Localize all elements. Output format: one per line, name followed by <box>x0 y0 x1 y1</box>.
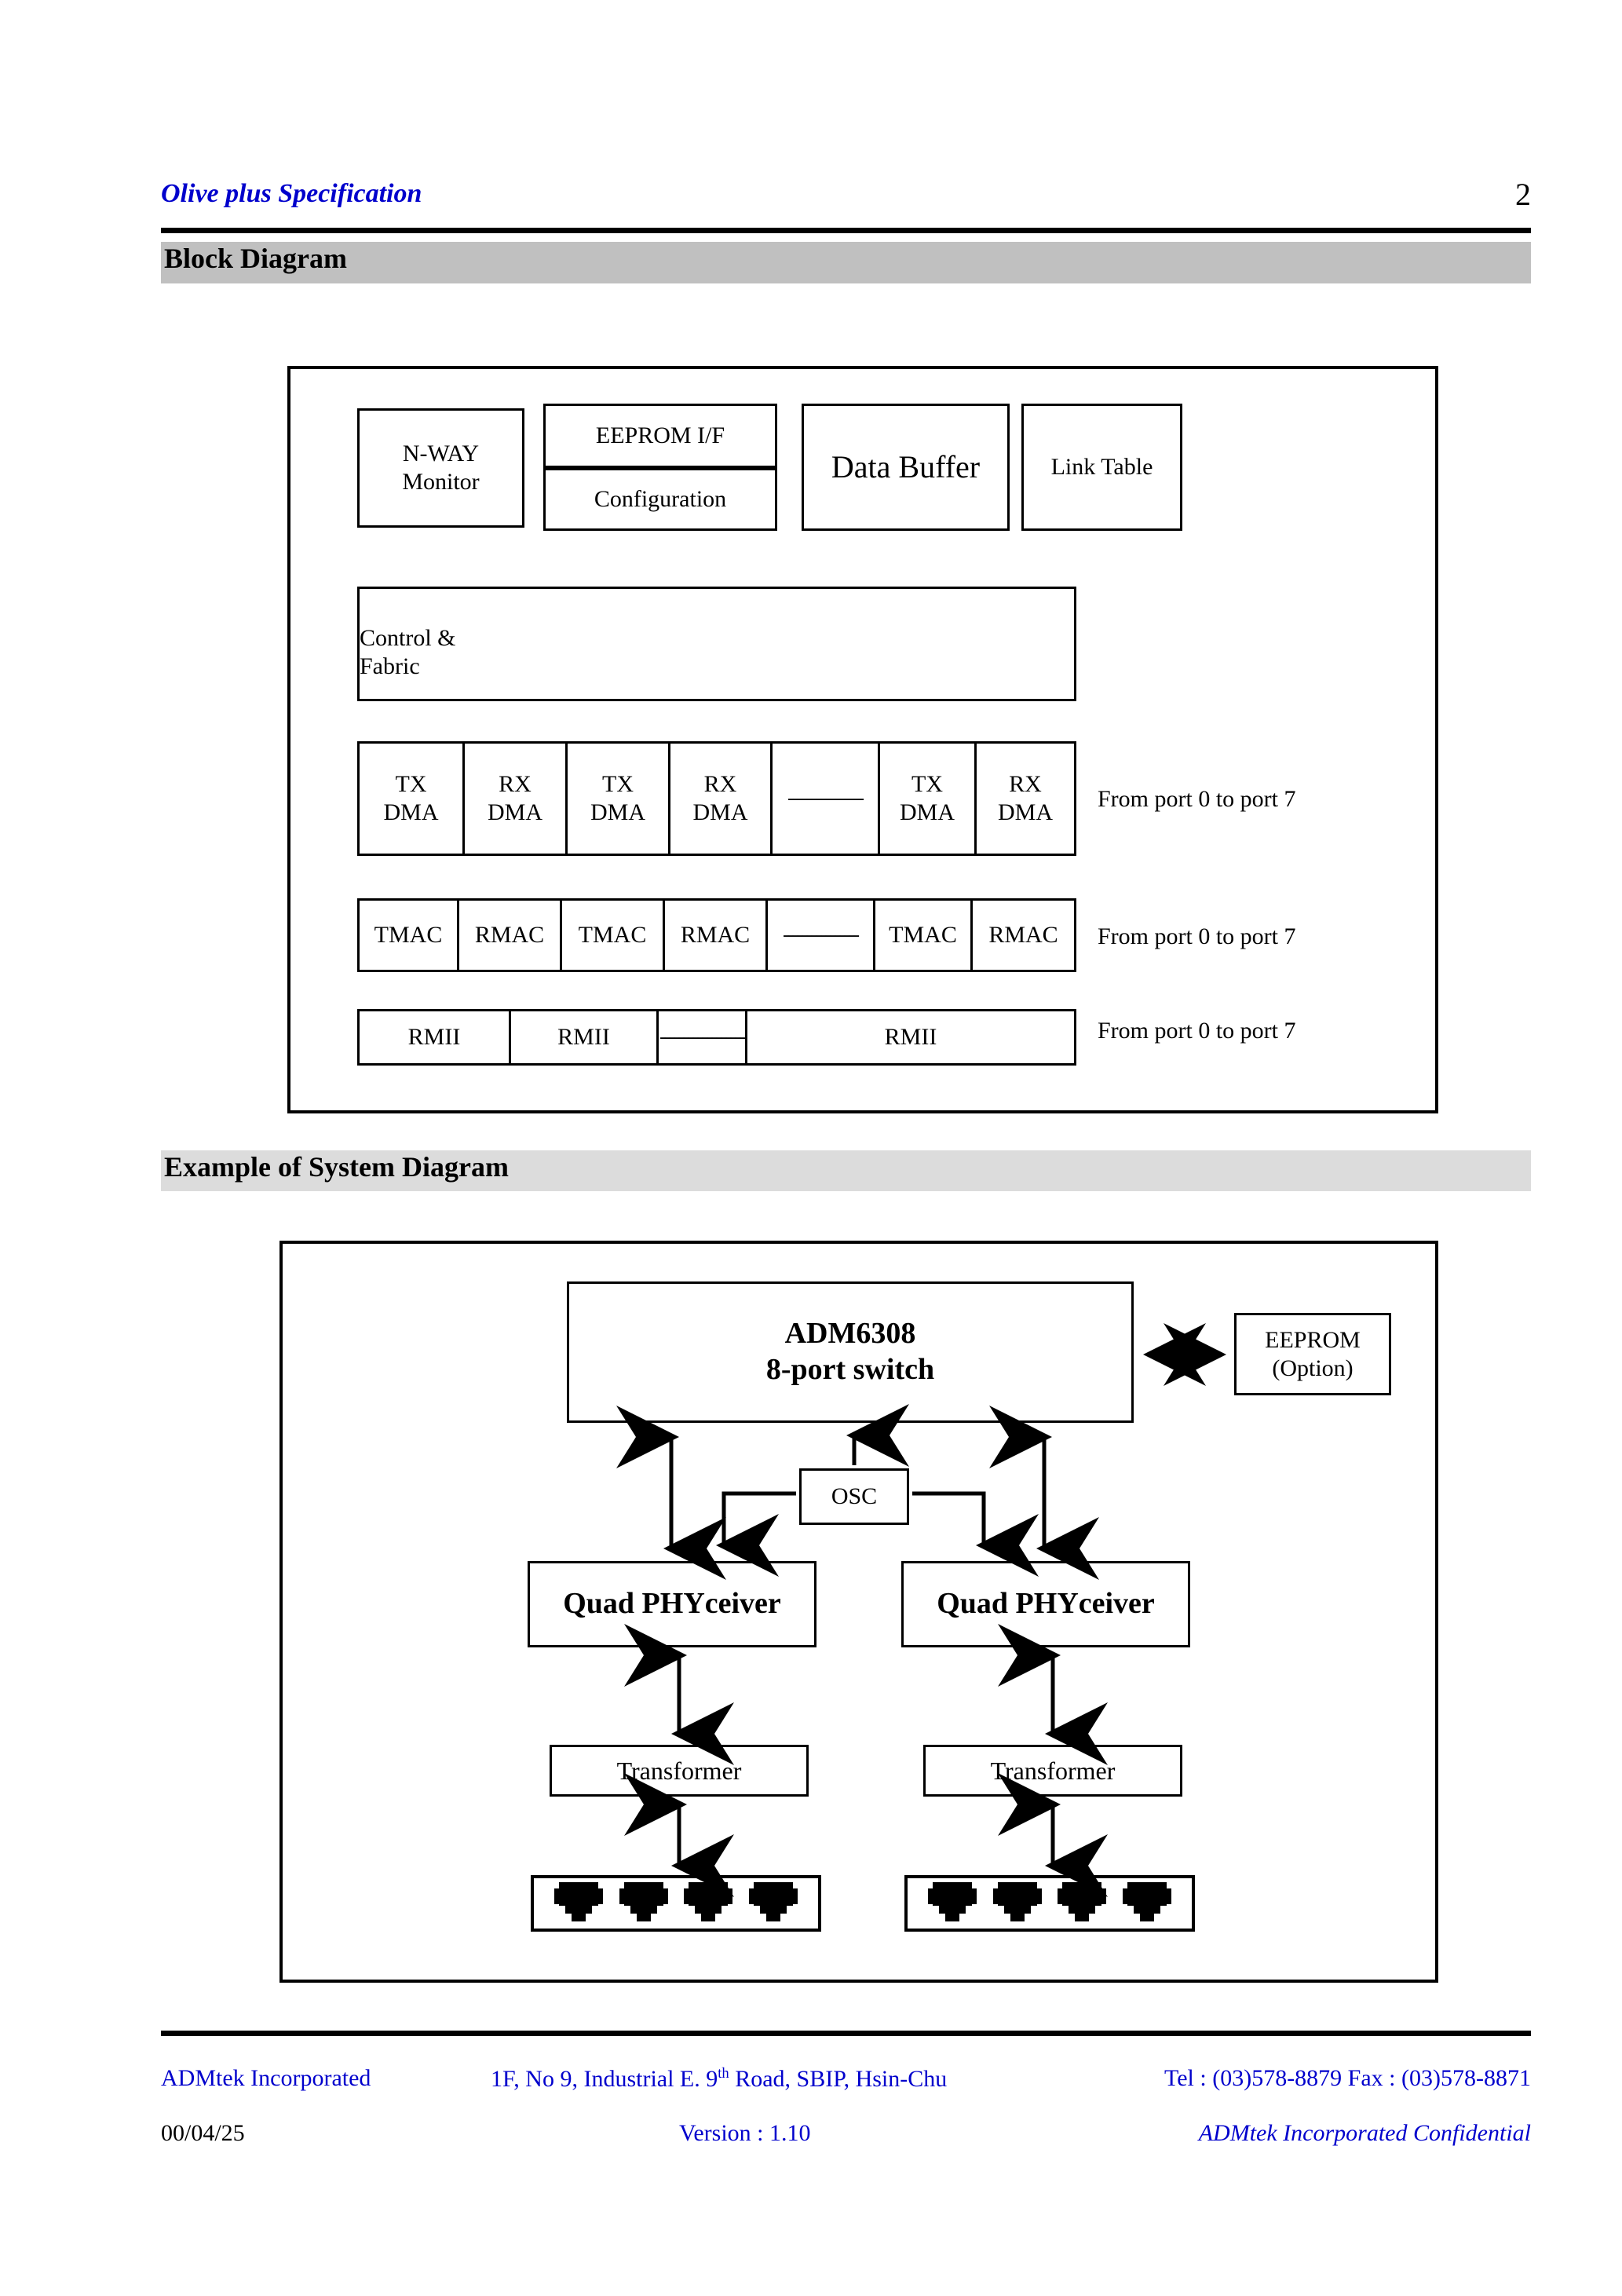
table-cell: TMAC <box>875 901 973 970</box>
block-configuration: Configuration <box>543 468 777 531</box>
footer-address-post: Road, SBIP, Hsin-Chu <box>729 2066 948 2092</box>
footer-date: 00/04/25 <box>161 2120 245 2146</box>
table-cell: TX DMA <box>568 744 670 854</box>
block-data-buffer: Data Buffer <box>802 404 1010 531</box>
rj45-jack-icon <box>928 1882 977 1921</box>
footer-rule <box>161 2031 1531 2036</box>
system-osc: OSC <box>799 1468 909 1525</box>
block-dma-row: TX DMA RX DMA TX DMA RX DMA ------------… <box>357 741 1076 856</box>
table-cell: TX DMA <box>880 744 977 854</box>
cell-line1: TX <box>911 771 943 797</box>
footer-company: ADMtek Incorporated <box>161 2065 371 2091</box>
table-cell: TX DMA <box>360 744 465 854</box>
cell-line2: DMA <box>487 799 542 825</box>
nway-line2: Monitor <box>402 469 480 495</box>
footer-address-pre: 1F, No 9, Industrial E. 9 <box>491 2066 718 2092</box>
mac-port-note: From port 0 to port 7 <box>1098 923 1296 949</box>
control-line1: Control & <box>360 625 456 651</box>
table-cell: RX DMA <box>465 744 568 854</box>
cell-line2: DMA <box>383 799 439 825</box>
switch-line1: ADM6308 <box>784 1317 916 1351</box>
system-eeprom-option: EEPROM (Option) <box>1234 1313 1391 1395</box>
block-mac-row: TMAC RMAC TMAC RMAC ---------------- TMA… <box>357 898 1076 972</box>
cell-line1: TX <box>395 771 427 797</box>
page-number: 2 <box>1515 177 1531 212</box>
table-cell-ellipsis: ---------------- <box>773 744 880 854</box>
rmii-port-note: From port 0 to port 7 <box>1098 1018 1296 1044</box>
cell-line1: RX <box>703 771 737 797</box>
block-nway-monitor: N-WAY Monitor <box>357 408 524 528</box>
rj45-jack-icon <box>1122 1882 1171 1921</box>
table-cell-ellipsis: ---------------- <box>768 901 875 970</box>
cell-line1: RX <box>499 771 532 797</box>
ellipsis-dashes: ---------------- <box>783 924 860 945</box>
table-cell-ellipsis: ------------------ <box>659 1011 747 1063</box>
eeprom-line1: EEPROM <box>1265 1326 1361 1353</box>
table-cell: RMII <box>360 1011 511 1063</box>
dma-port-note: From port 0 to port 7 <box>1098 786 1296 812</box>
block-rmii-row: RMII RMII ------------------ RMII <box>357 1009 1076 1066</box>
ellipsis-dashes: ------------------ <box>659 1026 746 1047</box>
table-cell: RMAC <box>459 901 562 970</box>
footer-contact: Tel : (03)578-8879 Fax : (03)578-8871 <box>1164 2065 1531 2091</box>
ellipsis-dashes: ---------------- <box>787 788 864 809</box>
page-header: Olive plus Specification 2 <box>161 177 1531 228</box>
block-eeprom-if: EEPROM I/F <box>543 404 777 468</box>
table-cell: RMAC <box>988 922 1058 948</box>
rj45-jack-icon <box>554 1882 604 1921</box>
footer-address: 1F, No 9, Industrial E. 9th Road, SBIP, … <box>491 2065 947 2093</box>
cell-line2: DMA <box>692 799 748 825</box>
system-adm6308-switch: ADM6308 8-port switch <box>567 1281 1134 1423</box>
arrow-osc-phy-right <box>912 1491 1039 1577</box>
block-control-fabric: Control & Fabric <box>357 587 1076 701</box>
document-title: Olive plus Specification <box>161 179 422 208</box>
cell-line2: DMA <box>590 799 645 825</box>
rj45-jack-icon <box>748 1882 798 1921</box>
nway-line1: N-WAY <box>402 441 480 466</box>
control-line2: Fabric <box>360 653 420 679</box>
table-cell: RX DMA <box>977 744 1074 854</box>
section-heading-block-diagram: Block Diagram <box>161 242 1531 283</box>
footer-address-ordinal: th <box>718 2065 729 2082</box>
switch-line2: 8-port switch <box>765 1353 935 1386</box>
cell-line2: DMA <box>899 799 955 825</box>
cell-line1: RX <box>1009 771 1042 797</box>
footer-version: Version : 1.10 <box>679 2120 811 2146</box>
table-cell: RMAC <box>665 901 768 970</box>
table-cell: RMII <box>511 1011 659 1063</box>
block-link-table: Link Table <box>1021 404 1182 531</box>
table-cell: TMAC <box>360 901 459 970</box>
eeprom-line2: (Option) <box>1272 1355 1353 1381</box>
cell-line2: DMA <box>997 799 1053 825</box>
table-cell: RX DMA <box>670 744 773 854</box>
footer-row-contact: ADMtek Incorporated 1F, No 9, Industrial… <box>161 2065 1531 2100</box>
footer-confidential: ADMtek Incorporated Confidential <box>1198 2120 1531 2146</box>
table-cell: TMAC <box>562 901 665 970</box>
arrow-osc-phy-left <box>716 1491 796 1577</box>
table-cell: RMII <box>884 1024 937 1050</box>
footer-row-version: 00/04/25 Version : 1.10 ADMtek Incorpora… <box>161 2120 1531 2155</box>
header-rule <box>161 228 1531 233</box>
cell-line1: TX <box>602 771 634 797</box>
section-heading-system-diagram: Example of System Diagram <box>161 1150 1531 1191</box>
